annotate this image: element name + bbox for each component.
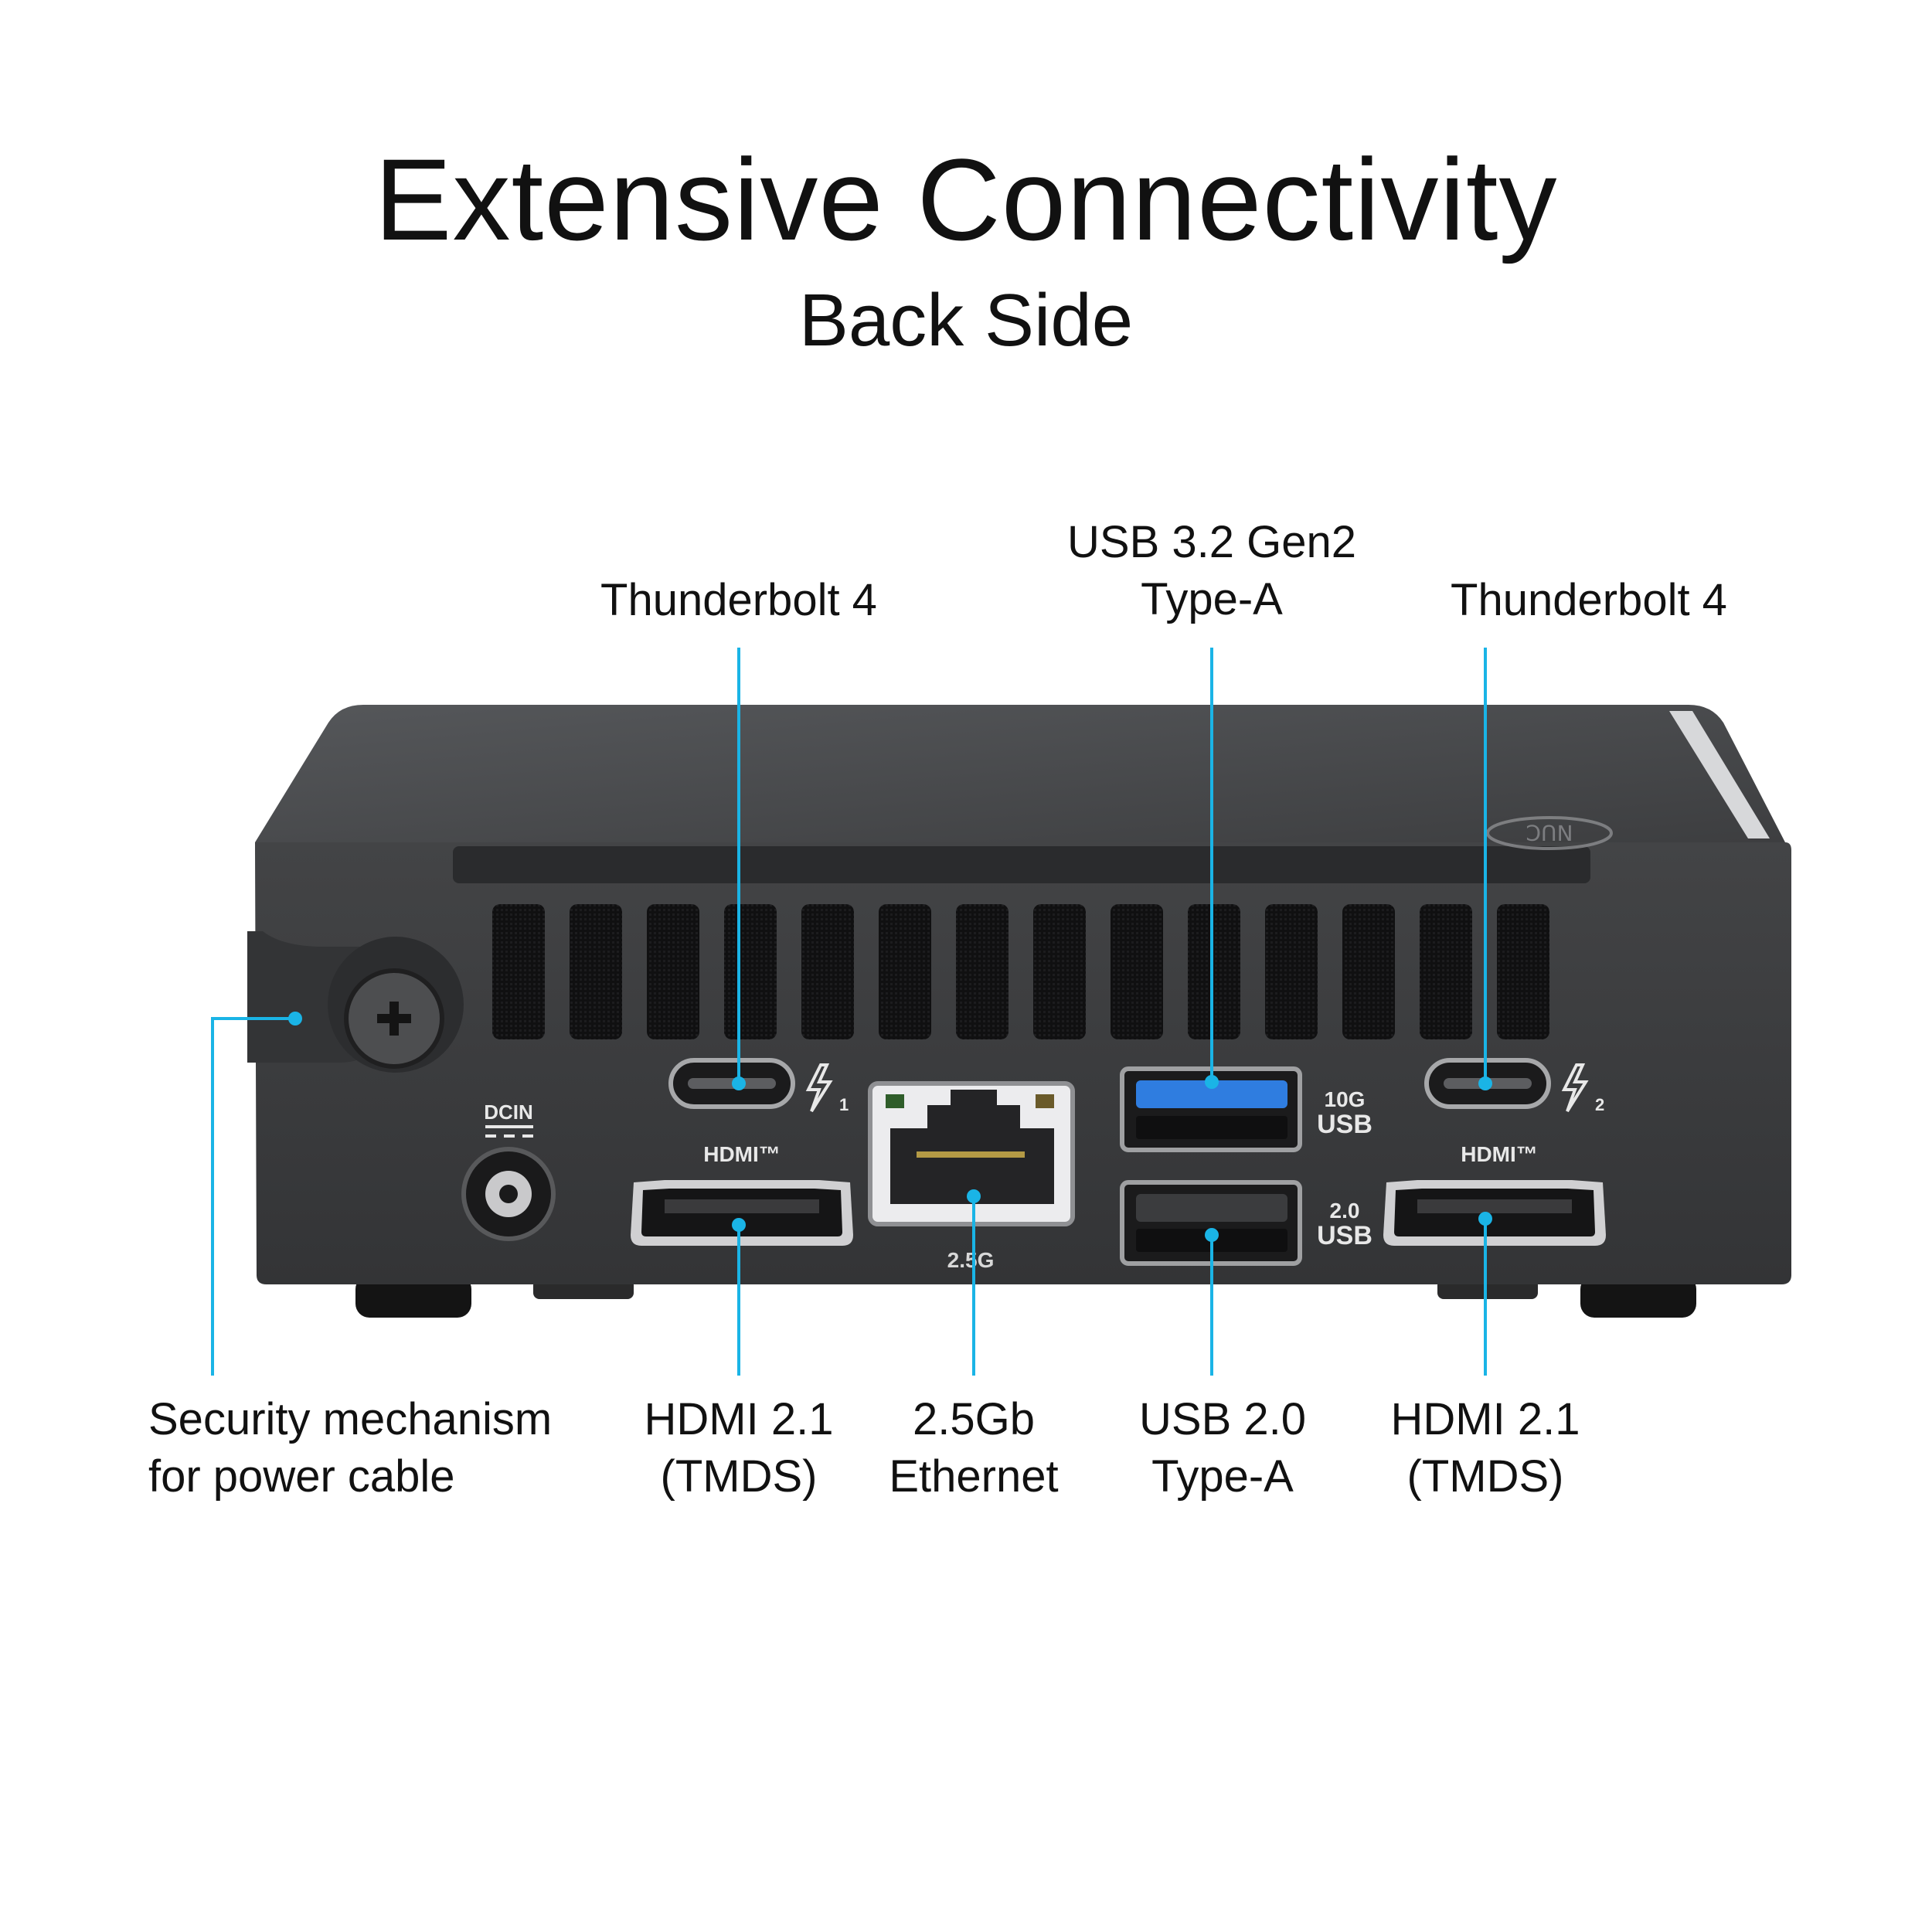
hdmi-port-2: [1383, 1180, 1606, 1246]
dcin-label: DCIN: [484, 1100, 533, 1124]
foot-right: [1580, 1275, 1696, 1318]
callout-label-thunderbolt-2: Thunderbolt 4: [1391, 572, 1787, 629]
dc-power-jack-icon: [461, 1147, 556, 1241]
nuc-logo-icon: NUC: [1486, 816, 1613, 850]
lan-speed-label: 2.5G: [947, 1248, 995, 1272]
callout-label-line: Type-A: [1151, 1451, 1294, 1502]
usb-20-label-bottom: USB: [1317, 1221, 1372, 1250]
svg-text:NUC: NUC: [1526, 820, 1573, 845]
callout-lines: [211, 648, 1487, 1376]
callout-label-line: USB 3.2 Gen2: [1067, 517, 1356, 567]
callout-label-line: HDMI 2.1: [644, 1394, 834, 1444]
page-subtitle: Back Side: [798, 279, 1134, 362]
callout-label-line: (TMDS): [660, 1451, 818, 1502]
page-title: Extensive Connectivity: [374, 134, 1558, 264]
callout-label-line: Ethernet: [889, 1451, 1059, 1502]
foot-left: [355, 1275, 471, 1318]
thunderbolt-port-2-number: 2: [1595, 1095, 1604, 1114]
callout-label-line: for power cable: [148, 1451, 455, 1502]
callout-label-line: 2.5Gb: [913, 1394, 1035, 1444]
usb-20-label-top: 2.0: [1330, 1199, 1360, 1223]
callout-label-line: Security mechanism: [148, 1394, 553, 1444]
callout-label-line: (TMDS): [1406, 1451, 1564, 1502]
dcin-symbol: [485, 1125, 533, 1138]
chassis-front: [255, 842, 1791, 1284]
callout-label-hdmi-2: HDMI 2.1 (TMDS): [1369, 1391, 1601, 1505]
callout-label-line: HDMI 2.1: [1390, 1394, 1580, 1444]
thunderbolt-icon: [1561, 1063, 1589, 1113]
usb-10g-label-bottom: USB: [1317, 1110, 1372, 1139]
callout-label-security: Security mechanism for power cable: [148, 1391, 552, 1505]
callout-label-line: USB 2.0: [1139, 1394, 1306, 1444]
callout-label-ethernet: 2.5Gb Ethernet: [858, 1391, 1090, 1505]
callout-dots: [288, 1012, 1492, 1242]
hdmi-logo-1: HDMI™: [703, 1142, 781, 1166]
callout-label-line: Type-A: [1141, 574, 1283, 624]
thunderbolt-icon: [805, 1063, 833, 1113]
hdmi-logo-2: HDMI™: [1461, 1142, 1538, 1166]
callout-label-hdmi-1: HDMI 2.1 (TMDS): [623, 1391, 855, 1505]
chassis-top: [255, 705, 1785, 842]
chassis-top-edge-highlight: [1669, 711, 1770, 838]
hdmi-port-1: [631, 1180, 853, 1246]
top-lip: [453, 846, 1590, 883]
thunderbolt-port-1-number: 1: [839, 1095, 849, 1114]
callout-label-thunderbolt-1: Thunderbolt 4: [541, 572, 937, 629]
callout-label-usb20: USB 2.0 Type-A: [1107, 1391, 1338, 1505]
vent-grille: [492, 904, 1549, 1039]
callout-label-line: Thunderbolt 4: [600, 575, 877, 625]
usb-10g-label-top: 10G: [1325, 1087, 1366, 1111]
rj45-port-icon: [868, 1081, 1075, 1226]
screw-icon: [344, 968, 444, 1069]
callout-label-usb32: USB 3.2 Gen2 Type-A: [1043, 514, 1380, 628]
callout-label-line: Thunderbolt 4: [1451, 575, 1727, 625]
